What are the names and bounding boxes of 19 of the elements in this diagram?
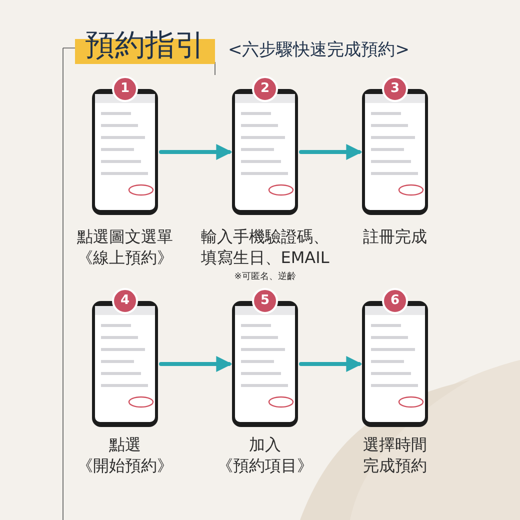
subtitle: <六步驟快速完成預約> [228,39,410,61]
step-caption: 點選圖文選單《線上預約》 [76,226,174,268]
step-note: ※可匿名、逆齡 [233,270,297,283]
step-number: 4 [112,288,138,314]
step-caption: 選擇時間完成預約 [362,434,428,476]
arrow [159,144,232,160]
step-caption: 輸入手機驗證碼、填寫生日、EMAIL [200,226,330,268]
step-number: 5 [252,288,278,314]
step-number: 3 [382,76,408,102]
step-caption: 點選《開始預約》 [76,434,174,476]
arrow [299,144,362,160]
step-caption: 加入《預約項目》 [216,434,314,476]
arrow [299,356,362,372]
step-number: 1 [112,76,138,102]
step-caption: 註冊完成 [362,226,428,247]
step-number: 6 [382,288,408,314]
step-number: 2 [252,76,278,102]
title: 預約指引 [75,28,215,64]
arrow [159,356,232,372]
